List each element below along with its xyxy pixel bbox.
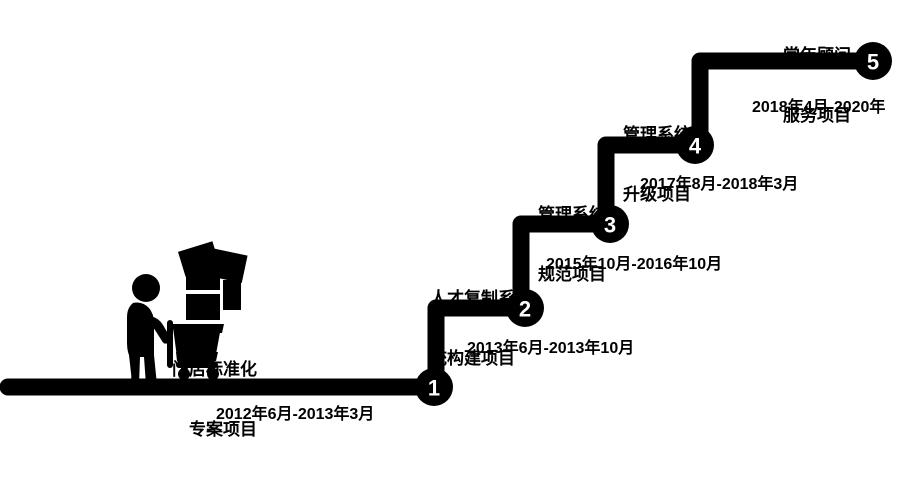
step-1-title-line1: 门店标准化 bbox=[172, 360, 257, 380]
step-nodes: 1 2 3 4 5 bbox=[415, 42, 892, 406]
step-4-date: 2017年8月-2018年3月 bbox=[640, 176, 799, 193]
step-node-3[interactable] bbox=[591, 205, 629, 243]
staircase-path bbox=[0, 52, 882, 396]
step-1-title-line2: 专案项目 bbox=[189, 420, 257, 440]
step-2-title: 人才复制系 统构建项目 bbox=[355, 249, 515, 409]
step-node-5[interactable] bbox=[854, 42, 892, 80]
step-3-title: 管理系统 规范项目 bbox=[476, 165, 606, 325]
step-3-title-line2: 规范项目 bbox=[538, 265, 606, 285]
step-3-date: 2015年10月-2016年10月 bbox=[546, 256, 723, 273]
step-node-1[interactable] bbox=[415, 368, 453, 406]
step-5-title-line1: 常年顾问 bbox=[783, 46, 851, 66]
shopper-with-cart-icon bbox=[127, 241, 248, 389]
segment-step-1 bbox=[427, 299, 534, 396]
step-4-title-line1: 管理系统 bbox=[623, 125, 691, 145]
step-node-2-number: 2 bbox=[519, 297, 531, 322]
step-2-date: 2013年6月-2013年10月 bbox=[467, 340, 635, 357]
step-2-title-line1: 人才复制系 bbox=[430, 289, 515, 309]
step-3-title-line1: 管理系统 bbox=[538, 205, 606, 225]
step-node-1-number: 1 bbox=[428, 376, 440, 401]
segment-step-4 bbox=[691, 52, 882, 154]
step-1-date: 2012年6月-2013年3月 bbox=[216, 406, 375, 423]
staircase-graphic: 1 2 3 4 5 bbox=[0, 42, 892, 406]
step-node-3-number: 3 bbox=[604, 213, 616, 238]
step-5-date: 2018年4月-2020年 bbox=[752, 99, 886, 116]
step-node-5-number: 5 bbox=[867, 50, 879, 75]
step-2-title-line2: 统构建项目 bbox=[430, 349, 515, 369]
step-4-title: 管理系统 升级项目 bbox=[561, 85, 691, 245]
step-node-4-number: 4 bbox=[689, 134, 702, 159]
segment-step-2 bbox=[512, 215, 619, 317]
step-1-title: 门店标准化 专案项目 bbox=[117, 320, 257, 480]
step-node-2[interactable] bbox=[506, 289, 544, 327]
step-5-title-line2: 服务项目 bbox=[783, 106, 851, 126]
step-5-title: 常年顾问 服务项目 bbox=[731, 6, 851, 166]
diagram-canvas: 1 2 3 4 5 bbox=[0, 6, 892, 439]
step-node-4[interactable] bbox=[676, 126, 714, 164]
step-4-title-line2: 升级项目 bbox=[623, 185, 691, 205]
segment-step-3 bbox=[597, 136, 704, 233]
